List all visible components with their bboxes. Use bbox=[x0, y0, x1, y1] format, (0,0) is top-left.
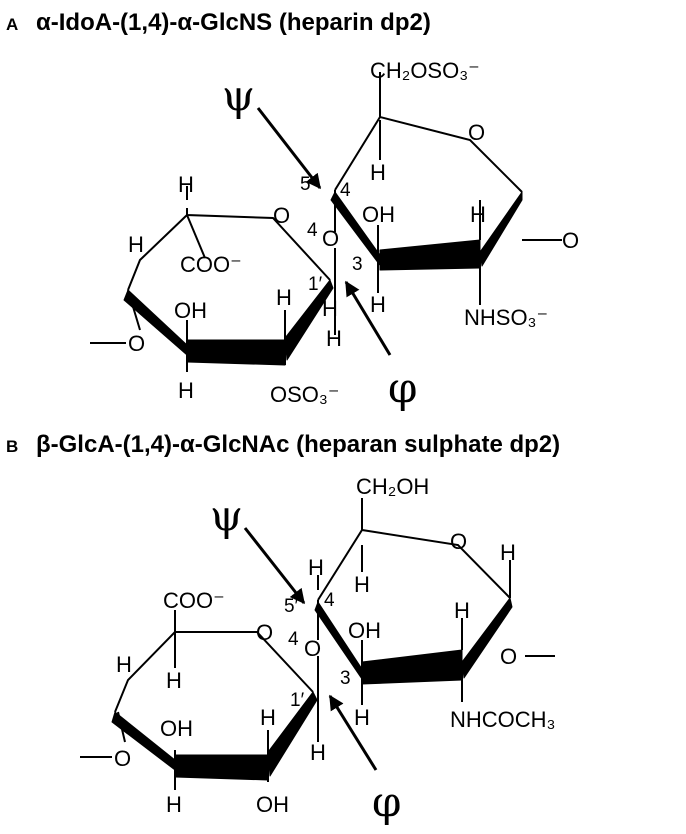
panel-b-glca-oh-top: OH bbox=[160, 716, 193, 741]
panel-a-label-4: 4 bbox=[340, 180, 351, 201]
panel-b-glca-coo: COO⁻ bbox=[163, 588, 225, 613]
panel-a-idoa-wedge-bottom bbox=[186, 339, 286, 366]
panel-b-glca-wedge-bottom bbox=[174, 754, 269, 781]
panel-b-title: β-GlcA-(1,4)-α-GlcNAc (heparan sulphate … bbox=[36, 431, 560, 458]
panel-b-psi-symbol: ψ bbox=[210, 491, 243, 540]
panel-b-glcnac-ring: CH₂OH O H H H OH H H O NHCOCH₃ bbox=[308, 474, 556, 732]
panel-a-glcns-link-o: O bbox=[562, 228, 579, 253]
panel-b-glcnac-h2: H bbox=[454, 598, 470, 623]
panel-b-glcnac-h1: H bbox=[500, 540, 516, 565]
panel-a-idoa-h-bottom: H bbox=[178, 378, 194, 403]
panel-b-ch2oh: CH₂OH bbox=[356, 474, 429, 499]
panel-a-idoa-ring-o: O bbox=[273, 203, 290, 228]
panel-a-psi-arrow bbox=[256, 107, 322, 190]
panel-b-glca-h1: H bbox=[310, 740, 326, 765]
panel-a-glcns-ring-o: O bbox=[468, 120, 485, 145]
panel-a-idoa-ring: H O COO⁻ H O OH H H OSO₃⁻ H H bbox=[90, 172, 342, 407]
panel-a-idoa-h-mid: H bbox=[276, 285, 292, 310]
panel-b-label-3: 3 bbox=[340, 668, 351, 689]
panel-a-idoa-h1: H bbox=[322, 296, 338, 321]
panel-b-label-4: 4 bbox=[324, 590, 335, 611]
panel-b-phi-symbol: φ bbox=[372, 777, 401, 826]
panel-a-phi-symbol: φ bbox=[388, 363, 417, 412]
panel-b-glcnac-h5: H bbox=[354, 572, 370, 597]
panel-a-glycosidic-o: O bbox=[322, 226, 339, 251]
panel-b-glcnac-ring-o: O bbox=[450, 529, 467, 554]
panel-b-glca-h-bottom: H bbox=[166, 792, 182, 817]
panel-b-label: B bbox=[6, 437, 18, 456]
panel-a-nhso3: NHSO₃⁻ bbox=[464, 305, 548, 330]
panel-a-idoa-h-left: H bbox=[128, 232, 144, 257]
panel-a-label-1prime: 1′ bbox=[308, 274, 323, 295]
panel-b-nhcoch3: NHCOCH₃ bbox=[450, 707, 556, 732]
panel-b-glca-ring: COO⁻ O H H O OH H H H OH bbox=[80, 588, 326, 817]
panel-b-glycosidic-o: O bbox=[304, 636, 321, 661]
panel-b-glca-h5: H bbox=[166, 668, 182, 693]
panel-a-label: A bbox=[6, 15, 18, 34]
panel-a-idoa-oh: OH bbox=[174, 298, 207, 323]
panel-a-idoa-h1-bottom: H bbox=[326, 326, 342, 351]
panel-b-label-5prime: 5′ bbox=[284, 596, 299, 617]
panel-b-glcnac-h4: H bbox=[308, 555, 324, 580]
panel-a-glcns-wedge-bottom bbox=[379, 239, 481, 271]
panel-a-idoa-h-top: H bbox=[178, 172, 194, 197]
panel-b-label-1prime: 1′ bbox=[290, 690, 305, 711]
panel-b-glca-wedge-right bbox=[267, 691, 318, 777]
panel-a-idoa-wedge-right bbox=[284, 279, 334, 361]
panel-a-idoa-link-o: O bbox=[128, 331, 145, 356]
panel-a-ch2oso3: CH₂OSO₃⁻ bbox=[370, 58, 480, 83]
panel-b-linkage: 5′ 4 4 O 3 1′ bbox=[284, 590, 351, 742]
panel-b-glca-h-mid: H bbox=[260, 705, 276, 730]
panel-a-idoa-oso3: OSO₃⁻ bbox=[270, 382, 339, 407]
panel-b-glcnac-wedge-bottom bbox=[361, 649, 463, 685]
panel-b-glcnac-h3: H bbox=[354, 705, 370, 730]
panel-a-idoa-coo: COO⁻ bbox=[180, 252, 242, 277]
panel-a-glcns-wedge-right bbox=[479, 191, 523, 267]
panel-a-psi-symbol: ψ bbox=[222, 71, 255, 120]
panel-a-glcns-ring: CH₂OSO₃⁻ O H OH H H O NHSO₃⁻ bbox=[330, 58, 579, 330]
panel-a-phi-arrow bbox=[344, 280, 392, 356]
panel-a-glcns-h2: H bbox=[470, 202, 486, 227]
panel-b-glcnac-wedge-right bbox=[461, 597, 513, 679]
panel-b-psi-arrow bbox=[243, 527, 306, 605]
panel-b-glcnac-link-o: O bbox=[500, 644, 517, 669]
panel-b-glca-oh-bottom: OH bbox=[256, 792, 289, 817]
panel-a-glcns-h3: H bbox=[370, 292, 386, 317]
panel-b: B β-GlcA-(1,4)-α-GlcNAc (heparan sulphat… bbox=[6, 431, 560, 826]
panel-a: A α-IdoA-(1,4)-α-GlcNS (heparin dp2) CH₂… bbox=[6, 9, 579, 412]
panel-a-glcns-h4: H bbox=[370, 160, 386, 185]
panel-a-title: α-IdoA-(1,4)-α-GlcNS (heparin dp2) bbox=[36, 9, 431, 36]
panel-b-label-4-o: 4 bbox=[288, 629, 299, 650]
panel-a-label-4-o: 4 bbox=[307, 220, 318, 241]
panel-b-phi-arrow bbox=[328, 694, 378, 771]
panel-b-glca-h-left: H bbox=[116, 652, 132, 677]
panel-a-glcns-oh3: OH bbox=[362, 202, 395, 227]
panel-a-label-3: 3 bbox=[352, 254, 363, 275]
panel-b-glcnac-oh3: OH bbox=[348, 618, 381, 643]
panel-b-glca-ring-o: O bbox=[256, 620, 273, 645]
panel-b-glca-link-o: O bbox=[114, 746, 131, 771]
